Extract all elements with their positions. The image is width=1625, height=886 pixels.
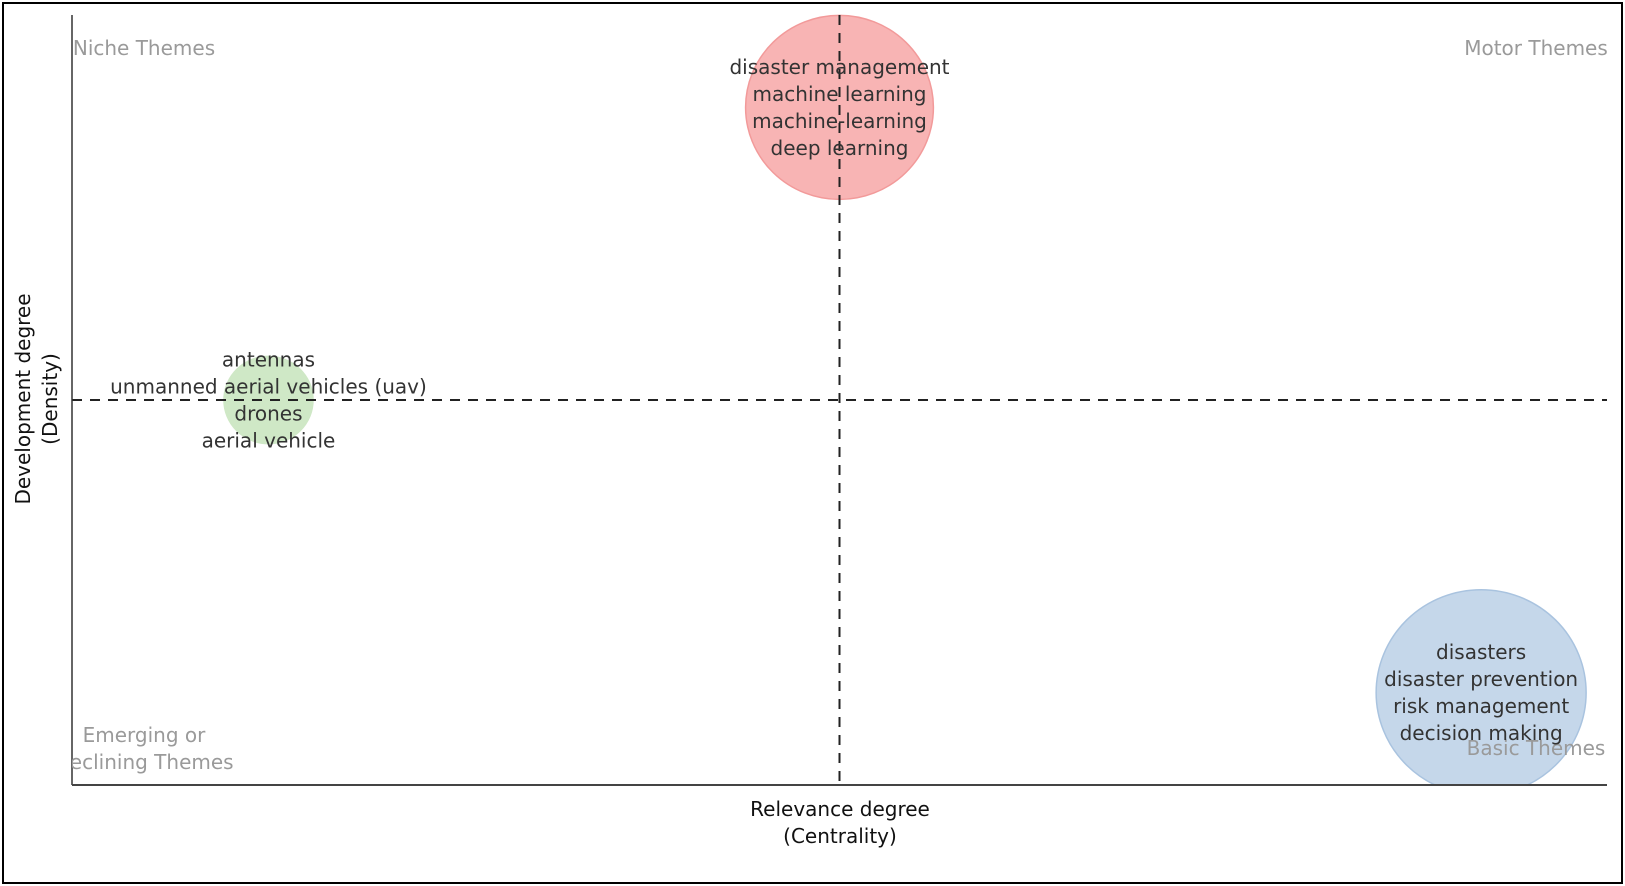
quadrant-label-bottom-left: Declining Themes [54, 750, 233, 774]
x-axis-label-line2: (Centrality) [783, 824, 897, 848]
cluster-label: disaster management [729, 55, 949, 79]
cluster-label: unmanned aerial vehicles (uav) [110, 375, 427, 399]
cluster-label: aerial vehicle [202, 429, 336, 453]
cluster-label: risk management [1393, 694, 1569, 718]
cluster-label: machine learning [753, 82, 927, 106]
y-axis-label-line2: (Density) [38, 353, 62, 445]
cluster-label: disaster prevention [1384, 667, 1578, 691]
y-axis-label-line1: Development degree [11, 293, 35, 504]
cluster-label: deep learning [771, 136, 909, 160]
quadrant-label-bottom-right: Basic Themes [1467, 736, 1606, 760]
cluster-label: decision making [1400, 721, 1563, 745]
cluster-bubble[interactable] [1375, 588, 1587, 796]
x-axis-label-line1: Relevance degree [750, 797, 930, 821]
quadrant-label-top-left: Niche Themes [73, 36, 215, 60]
cluster-label: antennas [222, 348, 315, 372]
cluster-label: drones [234, 402, 302, 426]
quadrant-label-bottom-left: Emerging or [83, 723, 207, 747]
cluster-label: disasters [1436, 640, 1526, 664]
cluster-label: machine-learning [752, 109, 927, 133]
quadrant-label-top-right: Motor Themes [1464, 36, 1608, 60]
